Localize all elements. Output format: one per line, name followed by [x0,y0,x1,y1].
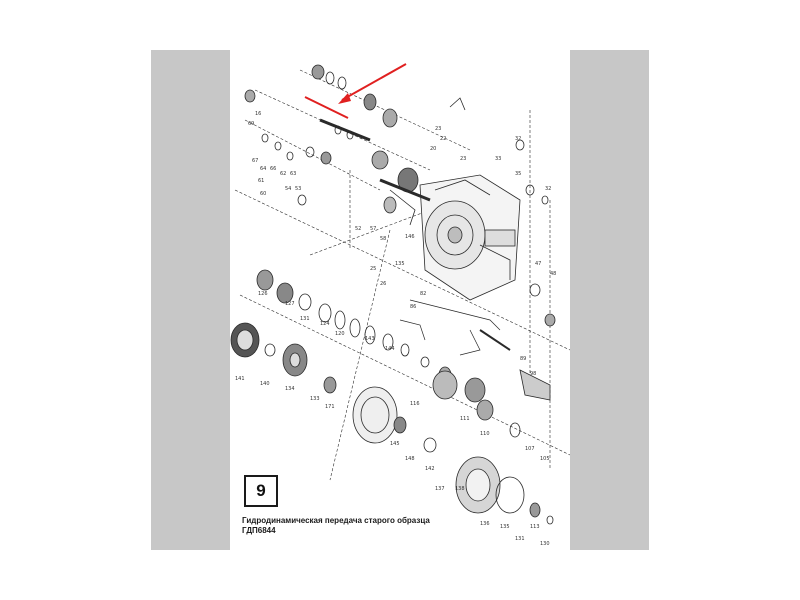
svg-text:135: 135 [500,524,510,530]
svg-text:133: 133 [310,396,320,402]
svg-text:148: 148 [405,456,415,462]
svg-text:63: 63 [290,171,296,177]
svg-text:137: 137 [435,486,445,492]
svg-text:54: 54 [285,186,291,192]
svg-text:60: 60 [260,191,266,197]
svg-text:131: 131 [300,316,310,322]
caption-title: Гидродинамическая передача старого образ… [242,516,430,525]
svg-text:131: 131 [515,536,525,542]
svg-text:47: 47 [535,261,541,267]
red-annotation-arrow [304,63,407,119]
right-side-parts [449,97,556,401]
svg-text:32: 32 [515,136,521,142]
svg-text:113: 113 [530,524,540,530]
svg-text:16: 16 [255,111,261,117]
svg-text:26: 26 [380,281,386,287]
svg-text:52: 52 [355,226,361,232]
svg-text:33: 33 [495,156,501,162]
svg-text:107: 107 [525,446,535,452]
caption-model: ГДП6844 [242,526,276,535]
svg-text:145: 145 [390,441,400,447]
svg-text:111: 111 [460,416,470,422]
svg-text:62: 62 [280,171,286,177]
svg-text:144: 144 [385,346,395,352]
svg-text:82: 82 [420,291,426,297]
svg-text:22: 22 [440,136,446,142]
svg-text:134: 134 [285,386,295,392]
svg-text:35: 35 [515,171,521,177]
svg-text:67: 67 [252,158,258,164]
svg-text:146: 146 [405,234,415,240]
svg-text:98: 98 [530,371,536,377]
svg-text:89: 89 [520,356,526,362]
figure-number: 9 [256,481,266,500]
svg-text:116: 116 [410,401,420,407]
svg-text:120: 120 [335,331,345,337]
svg-text:57: 57 [370,226,376,232]
figure-number-box: 9 [244,475,278,507]
svg-text:25: 25 [370,266,376,272]
svg-text:64: 64 [260,166,266,172]
left-small-parts [244,89,332,206]
figure-caption: Гидродинамическая передача старого образ… [242,516,562,536]
svg-text:86: 86 [410,304,416,310]
svg-text:69: 69 [248,121,254,127]
svg-text:135: 135 [395,261,405,267]
svg-text:140: 140 [260,381,270,387]
svg-text:136: 136 [480,521,490,527]
svg-text:20: 20 [430,146,436,152]
svg-text:23: 23 [435,126,441,132]
svg-text:66: 66 [270,166,276,172]
svg-text:127: 127 [285,301,295,307]
lower-components [230,322,554,525]
svg-text:48: 48 [550,271,556,277]
svg-text:124: 124 [320,321,330,327]
svg-text:143: 143 [365,336,375,342]
svg-text:105: 105 [540,456,550,462]
pipe-lines [399,299,501,356]
svg-text:138: 138 [455,486,465,492]
svg-text:58: 58 [380,236,386,242]
upper-shaft-assembly [311,64,431,226]
svg-text:142: 142 [425,466,435,472]
svg-text:61: 61 [258,178,264,184]
svg-text:23: 23 [460,156,466,162]
svg-text:32: 32 [545,186,551,192]
svg-text:130: 130 [540,541,550,547]
svg-text:171: 171 [325,404,335,410]
svg-text:141: 141 [235,376,245,382]
svg-text:110: 110 [480,431,490,437]
svg-text:53: 53 [295,186,301,192]
housing-body [419,174,521,301]
left-margin-panel [151,50,230,550]
right-margin-panel [570,50,649,550]
svg-text:126: 126 [258,291,268,297]
